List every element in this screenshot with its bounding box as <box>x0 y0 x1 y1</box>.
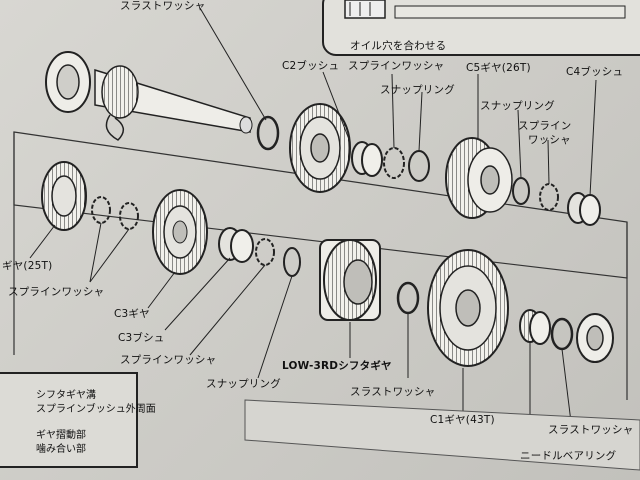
label-spline-washer-mid: スプラインワッシャ <box>120 354 217 366</box>
label-spline-washer-right-1: スプライン <box>518 120 572 132</box>
snap-ring-right <box>512 177 530 205</box>
label-spline-washer-top: スプラインワッシャ <box>348 60 445 72</box>
label-c4-bush: C4ブッシュ <box>566 66 624 78</box>
legend-item2-line2: 噛み合い部 <box>36 444 86 455</box>
label-thrust-washer-right: スラストワッシャ <box>548 424 634 436</box>
label-spline-washer-left: スプラインワッシャ <box>8 286 105 298</box>
main-shaft <box>45 51 253 141</box>
legend-item2-line1: ギヤ摺動部 <box>36 430 86 441</box>
spline-washer-right <box>539 183 559 211</box>
label-snap-ring-right: スナップリング <box>480 100 555 112</box>
legend-item1-line1: シフタギヤ溝 <box>36 390 96 401</box>
legend-box: シフタギヤ溝 スプラインブッシュ外周面 ギヤ摺動部 噛み合い部 <box>0 372 156 468</box>
label-snap-ring-top: スナップリング <box>380 84 455 96</box>
label-gear-25t: ギヤ(25T) <box>2 260 53 272</box>
lower-shaft <box>244 399 640 471</box>
low3rd-shifter-gear <box>319 239 381 321</box>
inset-caption: オイル穴を合わせる <box>350 40 447 52</box>
label-low3rd-shifter: LOW-3RDシフタギヤ <box>282 360 392 372</box>
spline-washer-mid <box>255 238 275 266</box>
label-c3-gear: C3ギヤ <box>114 308 150 320</box>
c3-bush <box>218 227 254 263</box>
label-thrust-washer-mid: スラストワッシャ <box>350 386 436 398</box>
c1-gear <box>427 249 509 367</box>
thrust-washer-top <box>256 115 280 151</box>
spline-washer-left-1 <box>91 196 111 224</box>
spline-washer-top <box>383 147 405 179</box>
label-spline-washer-right-2: ワッシャ <box>528 134 571 146</box>
needle-bearing <box>519 309 551 345</box>
c2-bush <box>351 141 383 177</box>
label-c5-gear: C5ギヤ(26T) <box>466 62 531 74</box>
label-c3-bush: C3ブシュ <box>118 332 165 344</box>
label-c2-bush: C2ブッシュ <box>282 60 340 72</box>
c3-gear <box>152 189 208 275</box>
label-needle-bearing: ニードルベアリング <box>520 450 617 462</box>
thrust-washer-right <box>550 317 574 351</box>
legend-item1-line2: スプラインブッシュ外周面 <box>36 404 156 415</box>
c2-gear <box>289 103 351 193</box>
inset-shaft <box>344 0 626 19</box>
thrust-washer-mid <box>396 281 420 315</box>
end-bearing <box>576 313 614 363</box>
snap-ring-top <box>408 150 430 182</box>
spline-washer-left-2 <box>119 202 139 230</box>
label-c1-gear: C1ギヤ(43T) <box>430 414 495 426</box>
c5-gear <box>445 137 513 219</box>
snap-ring-mid <box>283 247 301 277</box>
gear-25t <box>41 161 87 231</box>
label-snap-ring-mid: スナップリング <box>206 378 281 390</box>
label-thrust-washer-top: スラストワッシャ <box>120 0 206 12</box>
leader-lines <box>29 7 597 448</box>
c4-bush <box>567 192 601 226</box>
